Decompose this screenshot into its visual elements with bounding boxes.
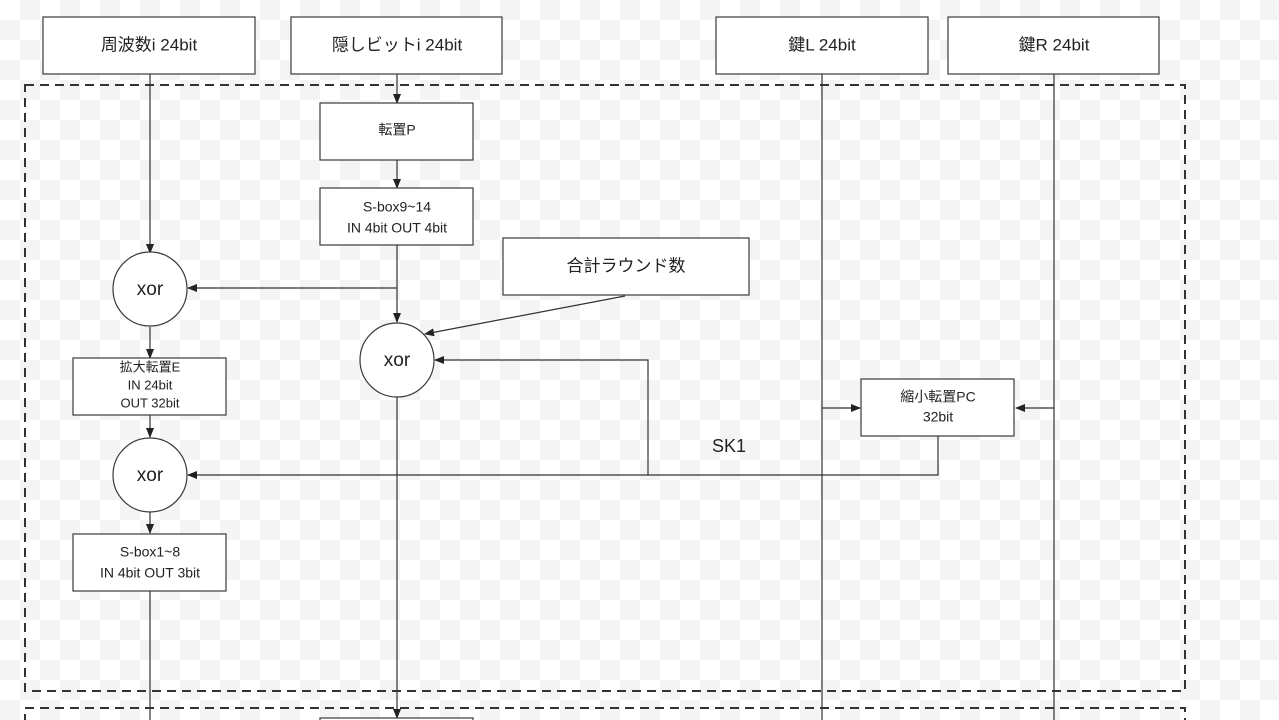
node-xor-center-label: xor — [384, 350, 411, 371]
node-permutation-p[interactable]: 転置P — [319, 102, 474, 161]
node-sbox-upper-line2: IN 4bit OUT 4bit — [347, 220, 447, 236]
node-sbox-upper[interactable]: S-box9~14 IN 4bit OUT 4bit — [319, 187, 474, 246]
input-frequency-label: 周波数i 24bit — [101, 35, 198, 54]
node-xor-left-top-label: xor — [137, 279, 164, 300]
input-key-right-label: 鍵R 24bit — [1019, 35, 1090, 54]
input-hidden-bit-label: 隠しビットi 24bit — [332, 35, 463, 54]
node-total-rounds-label: 合計ラウンド数 — [567, 256, 686, 275]
edge-sk1-to-xor-mid — [187, 436, 939, 479]
node-compression-pc-line2: 32bit — [923, 409, 953, 425]
node-xor-center[interactable]: xor — [359, 322, 435, 398]
input-key-left-label: 鍵L 24bit — [788, 35, 856, 54]
edge-sk1-to-xor-center — [434, 356, 649, 475]
next-round-box-partial — [319, 717, 474, 720]
connectors — [146, 74, 1055, 720]
edge-label-sk1: SK1 — [712, 436, 746, 456]
input-frequency[interactable]: 周波数i 24bit — [42, 16, 256, 75]
input-hidden-bit[interactable]: 隠しビットi 24bit — [290, 16, 503, 75]
node-compression-pc[interactable]: 縮小転置PC 32bit — [860, 378, 1015, 437]
node-sbox-lower[interactable]: S-box1~8 IN 4bit OUT 3bit — [72, 533, 227, 592]
node-sbox-lower-line1: S-box1~8 — [120, 544, 181, 560]
node-expansion-e[interactable]: 拡大転置E IN 24bit OUT 32bit — [72, 357, 227, 416]
input-key-right[interactable]: 鍵R 24bit — [947, 16, 1160, 75]
edge-rounds-to-xor — [424, 295, 626, 337]
node-xor-left-mid-label: xor — [137, 465, 164, 486]
node-expansion-e-line2: IN 24bit — [128, 377, 173, 392]
node-total-rounds[interactable]: 合計ラウンド数 — [502, 237, 750, 296]
node-xor-left-top[interactable]: xor — [112, 251, 188, 327]
node-xor-left-mid[interactable]: xor — [112, 437, 188, 513]
round-2-frame — [24, 707, 1186, 720]
node-permutation-p-label: 転置P — [378, 122, 415, 138]
node-expansion-e-line1: 拡大転置E — [120, 359, 181, 374]
input-key-left[interactable]: 鍵L 24bit — [715, 16, 929, 75]
node-expansion-e-line3: OUT 32bit — [120, 395, 179, 410]
round-1-frame — [24, 84, 1186, 692]
node-sbox-lower-line2: IN 4bit OUT 3bit — [100, 565, 200, 581]
node-compression-pc-line1: 縮小転置PC — [900, 389, 975, 405]
node-sbox-upper-line1: S-box9~14 — [363, 199, 431, 215]
